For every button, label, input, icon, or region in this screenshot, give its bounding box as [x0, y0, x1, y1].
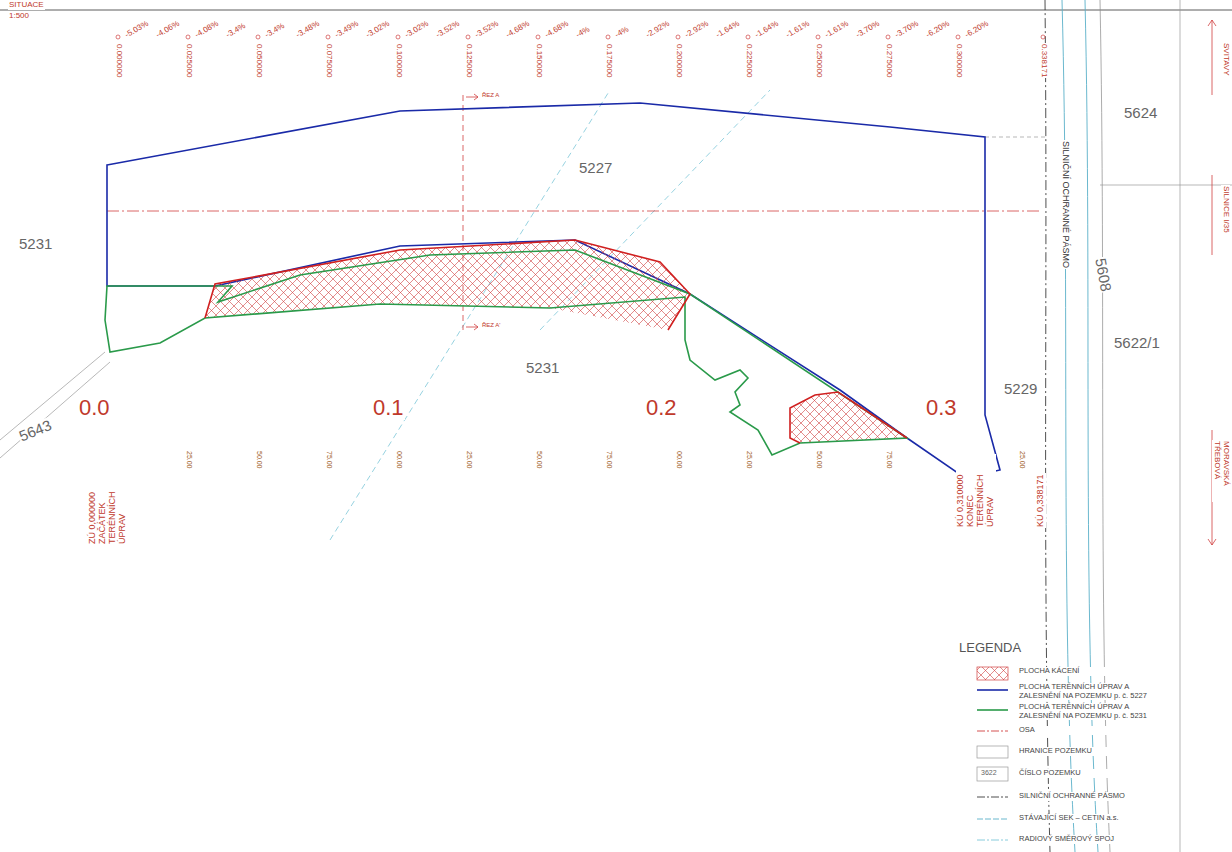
- chainage-label: 0.300000: [954, 43, 963, 78]
- legend-sample-number: 3622: [980, 769, 998, 777]
- direction-label: MORAVSKÁ TŘEBOVÁ: [1212, 440, 1230, 502]
- station-tick: 25.00: [185, 450, 193, 470]
- slope-label: -4.68%: [504, 19, 532, 40]
- station-tick: 00.00: [675, 450, 683, 470]
- chainage-note: KÚ 0,310000 KONEC TERÉNNÍCH ÚPRAV: [956, 454, 996, 528]
- parcel-number: 5231: [18, 236, 53, 253]
- chainage-label: 0.338171: [1039, 43, 1048, 78]
- station-number: 0.0: [78, 396, 111, 420]
- chainage-label: 0.075000: [324, 43, 333, 78]
- legend-title: LEGENDA: [958, 641, 1022, 655]
- station-tick: 50.00: [255, 450, 263, 470]
- legend-text: ČÍSLO POZEMKU: [1018, 769, 1170, 778]
- parcel-number: 5231: [525, 360, 560, 377]
- slope-label: -3.48%: [294, 19, 322, 40]
- station-tick: 75.00: [325, 450, 333, 470]
- parcel-number: 5227: [578, 160, 613, 177]
- slope-label: -1.64%: [714, 19, 742, 40]
- scale-label: 1:500: [8, 12, 30, 21]
- station-tick: 75.00: [605, 450, 613, 470]
- chainage-label: 0.200000: [674, 43, 683, 78]
- direction-label: SVITAVY: [1221, 42, 1230, 77]
- slope-label: -3.02%: [364, 19, 392, 40]
- slope-label: -3.70%: [854, 19, 882, 40]
- station-tick: 25.00: [465, 450, 473, 470]
- parcel-number: 5229: [1003, 381, 1038, 398]
- direction-label: SILNICE I/35: [1221, 185, 1230, 234]
- legend-text: STÁVAJÍCÍ SEK – CETIN a.s.: [1018, 814, 1170, 823]
- legend-text: SILNIČNÍ OCHRANNÉ PÁSMO: [1018, 792, 1170, 801]
- legend-text: RADIOVÝ SMĚROVÝ SPOJ: [1018, 835, 1170, 844]
- chainage-label: 0.100000: [394, 43, 403, 78]
- slope-label: -3.52%: [473, 19, 501, 40]
- slope-label: -4.08%: [193, 19, 221, 40]
- station-tick: 00.00: [395, 450, 403, 470]
- legend-text: HRANICE POZEMKU: [1018, 747, 1170, 756]
- zone-label: SILNIČNÍ OCHRANNÉ PÁSMO: [1060, 140, 1070, 269]
- station-number: 0.2: [645, 396, 678, 420]
- station-tick: 50.00: [535, 450, 543, 470]
- slope-label: -1.61%: [823, 19, 851, 40]
- chainage-label: 0.125000: [464, 43, 473, 78]
- chainage-label: 0.000000: [114, 43, 123, 78]
- parcel-number: 5622/1: [1113, 335, 1161, 352]
- legend-text: PLOCHA TERÉNNÍCH ÚPRAV A ZALESNĚNÍ NA PO…: [1018, 703, 1170, 720]
- slope-label: -4%: [574, 25, 592, 41]
- chainage-label: 0.225000: [744, 43, 753, 78]
- chainage-label: 0.150000: [534, 43, 543, 78]
- slope-label: -1.64%: [753, 19, 781, 40]
- slope-label: -3.52%: [434, 19, 462, 40]
- legend-text: PLOCHA TERÉNNÍCH ÚPRAV A ZALESNĚNÍ NA PO…: [1018, 683, 1170, 700]
- chainage-label: 0.275000: [884, 43, 893, 78]
- slope-label: -5.03%: [123, 19, 151, 40]
- chainage-note: ZÚ 0,000000 ZAČÁTEK TERÉNNÍCH ÚPRAV: [88, 471, 128, 545]
- slope-label: -3.4%: [263, 22, 287, 41]
- chainage-label: 0.250000: [814, 43, 823, 78]
- station-tick: 25.00: [745, 450, 753, 470]
- station-tick: 25.00: [1018, 450, 1026, 470]
- slope-label: -3.4%: [224, 22, 248, 41]
- slope-label: -4%: [613, 25, 631, 41]
- slope-label: -6.20%: [924, 19, 952, 40]
- slope-label: -3.70%: [893, 19, 921, 40]
- chainage-label: 0.025000: [184, 43, 193, 78]
- slope-label: -2.92%: [683, 19, 711, 40]
- station-tick: 50.00: [815, 450, 823, 470]
- slope-label: -6.20%: [963, 19, 991, 40]
- slope-label: -4.68%: [543, 19, 571, 40]
- slope-label: -2.92%: [644, 19, 672, 40]
- parcel-number: 5624: [1123, 105, 1158, 122]
- section-label: ŘEZ A: [481, 92, 500, 99]
- chainage-label: 0.050000: [254, 43, 263, 78]
- legend-text: PLOCHA KÁCENÍ: [1018, 667, 1170, 676]
- legend-text: OSA: [1018, 726, 1170, 735]
- slope-label: -4.06%: [154, 19, 182, 40]
- chainage-note: KÚ 0,338171: [1036, 473, 1046, 528]
- plan-title: SITUACE: [8, 1, 45, 10]
- slope-label: -1.61%: [784, 19, 812, 40]
- section-label: ŘEZ A': [481, 322, 501, 329]
- parcel-number: 5608: [1092, 256, 1114, 294]
- chainage-label: 0.175000: [604, 43, 613, 78]
- slope-label: -3.49%: [333, 19, 361, 40]
- station-number: 0.1: [372, 396, 405, 420]
- parcel-number: 5643: [16, 417, 55, 446]
- station-tick: 75.00: [885, 450, 893, 470]
- station-number: 0.3: [925, 396, 958, 420]
- slope-label: -3.02%: [403, 19, 431, 40]
